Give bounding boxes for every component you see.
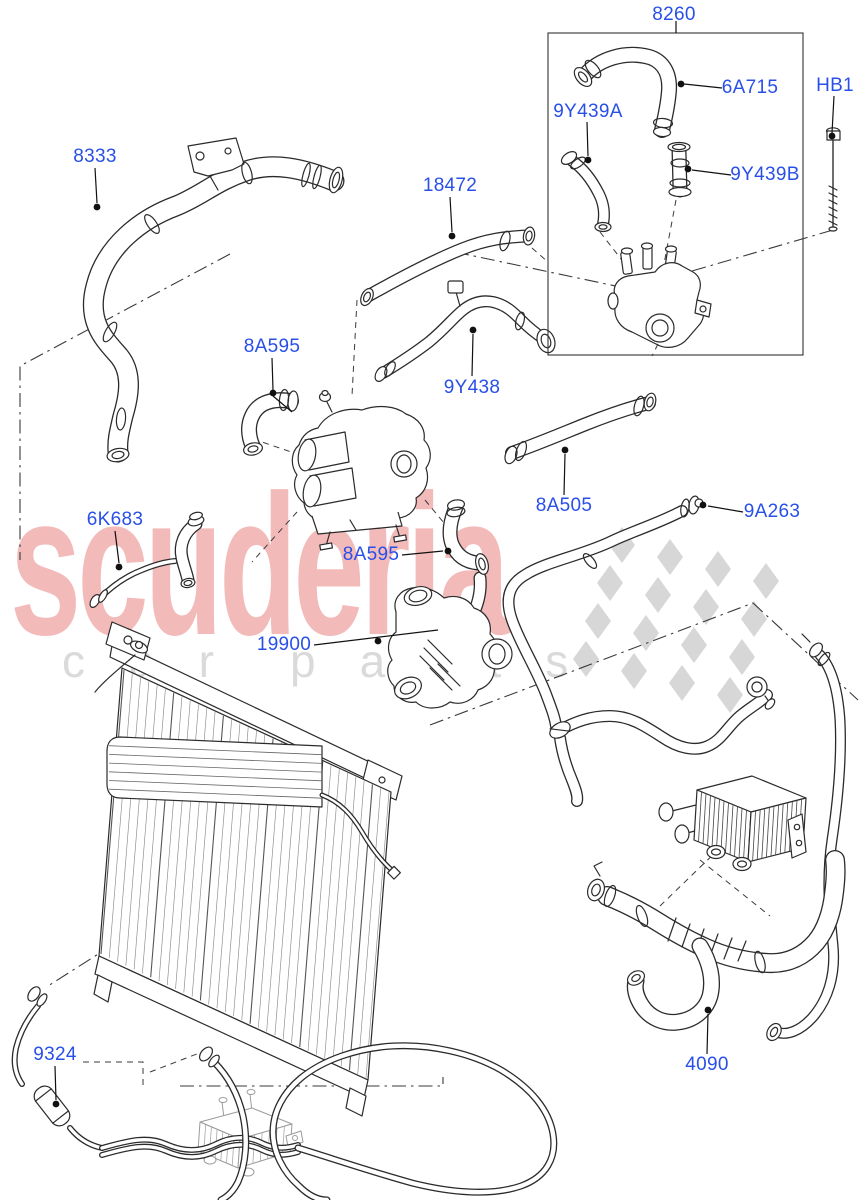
part-label-6K683: 6K683 [86, 509, 144, 530]
hose-6A715-drawing [573, 46, 678, 138]
part-label-HB1: HB1 [816, 75, 854, 96]
hose-9Y438-drawing [374, 280, 556, 382]
watermark: scuderia car parts [10, 453, 779, 713]
part-label-8260: 8260 [652, 4, 696, 25]
part-label-18472: 18472 [422, 175, 478, 196]
part-label-9324: 9324 [33, 1044, 77, 1065]
transmission-oil-cooler-drawing [197, 1089, 304, 1177]
part-label-9A263: 9A263 [743, 501, 801, 522]
hose-9Y439A-drawing [560, 151, 612, 233]
bolt-HB1-drawing [825, 127, 841, 232]
thermostat-housing-drawing [291, 389, 431, 551]
part-label-6A715: 6A715 [721, 77, 779, 98]
part-label-4090: 4090 [685, 1054, 729, 1075]
hose-9A263-drawing [502, 495, 776, 807]
water-outlet-19900-drawing [387, 571, 513, 709]
hose-6K683-drawing [89, 511, 205, 608]
part-label-8A595-upper: 8A595 [243, 336, 301, 357]
part-label-8A505: 8A505 [535, 495, 593, 516]
part-label-8333: 8333 [73, 146, 117, 167]
part-label-9Y439B: 9Y439B [730, 164, 800, 185]
hose-8A505-drawing [504, 392, 657, 465]
hose-18472-drawing [360, 226, 536, 307]
hose-8A595-upper-drawing [241, 388, 299, 456]
hose-8A595-mid-drawing [442, 499, 490, 575]
hose-4090-drawing [586, 850, 846, 1031]
label-leader-lines [52, 21, 836, 1108]
hose-9324-drawing [11, 986, 558, 1200]
radiator-drawing [93, 621, 403, 1117]
connector-9Y439B-drawing [667, 141, 692, 198]
part-label-9Y439A: 9Y439A [553, 101, 623, 122]
water-valve-drawing [607, 242, 712, 357]
part-label-9Y438: 9Y438 [443, 377, 501, 398]
part-label-19900: 19900 [256, 634, 312, 655]
hose-8333-drawing [82, 137, 345, 463]
checkered-flag-watermark [573, 527, 779, 713]
part-label-8A595-mid: 8A595 [342, 544, 400, 565]
engine-oil-cooler-drawing [658, 775, 807, 872]
